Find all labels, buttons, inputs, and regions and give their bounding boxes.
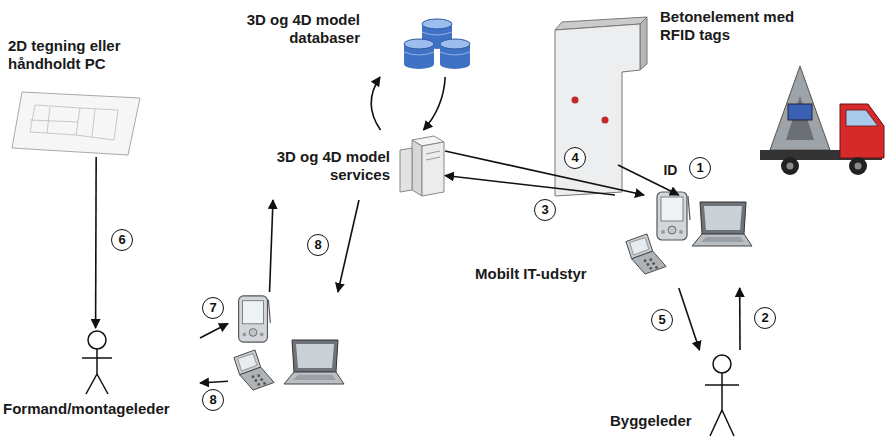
node-label: Mobilt IT-udstyr xyxy=(475,265,625,283)
illustration-part xyxy=(412,140,422,196)
node-label: Betonelement med RFID tags xyxy=(660,8,795,44)
illustration-part xyxy=(96,349,98,374)
illustration-part xyxy=(770,66,830,150)
callout-number: 7 xyxy=(202,297,224,319)
illustration-part xyxy=(86,374,97,394)
person-figure xyxy=(82,331,739,436)
service-node: 3D og 4D model services xyxy=(230,130,445,200)
truck xyxy=(760,66,884,175)
illustration-part xyxy=(602,117,609,124)
database-node: 3D og 4D model databaser xyxy=(190,5,480,77)
mobile-equipment-node xyxy=(228,292,362,397)
illustration-part xyxy=(787,163,794,170)
illustration-part xyxy=(786,96,814,140)
illustration-part xyxy=(722,410,734,436)
drawing-sheet xyxy=(12,92,140,155)
concrete-element xyxy=(555,17,647,196)
node-label: Byggeleder xyxy=(610,412,710,430)
connector-arrow xyxy=(424,77,446,130)
connector-arrow xyxy=(200,324,228,339)
illustration-part xyxy=(849,157,867,175)
mobile-equipment-node: Mobilt IT-udstyr xyxy=(470,195,760,288)
callout-number: 4 xyxy=(564,147,586,169)
callout-number: 1 xyxy=(689,157,711,179)
connector-arrow xyxy=(270,200,273,292)
illustration-part xyxy=(97,374,108,394)
illustration-part xyxy=(713,355,731,373)
illustration-part xyxy=(400,148,412,192)
illustration-part xyxy=(284,340,344,384)
illustration-part xyxy=(440,59,470,69)
illustration-part xyxy=(855,163,862,170)
node-label: 3D og 4D model databaser xyxy=(190,11,360,47)
illustration-part xyxy=(440,52,470,55)
illustration-part xyxy=(440,39,470,69)
database-icon xyxy=(404,19,470,69)
illustration-part xyxy=(426,151,440,154)
callout-number: 8 xyxy=(202,389,224,411)
node-label: 2D tegning eller håndholdt PC xyxy=(8,37,158,73)
callout-number: 6 xyxy=(111,229,133,251)
illustration-part xyxy=(692,202,752,246)
illustration-part xyxy=(422,19,452,29)
node-label: Formand/montageleder xyxy=(3,400,198,418)
concrete-element-node: Betonelement med RFID tags xyxy=(550,5,890,165)
illustration-part xyxy=(657,192,690,240)
drawing-node: 2D tegning eller håndholdt PC xyxy=(8,35,160,157)
illustration-part xyxy=(572,97,579,104)
illustration-part xyxy=(88,331,106,349)
illustration-part xyxy=(404,39,434,69)
node-label: 3D og 4D model services xyxy=(230,148,390,184)
connector-arrow xyxy=(338,200,359,292)
callout-number: 8 xyxy=(307,234,329,256)
connector-arrow xyxy=(679,288,700,350)
illustration-part xyxy=(234,350,274,390)
illustration-part xyxy=(781,157,799,175)
connector-arrow xyxy=(371,77,380,130)
person-node: Byggeleder xyxy=(605,350,755,438)
illustration-part xyxy=(422,32,452,35)
illustration-part xyxy=(640,17,647,70)
connector-arrow xyxy=(200,381,228,383)
callout-number: 5 xyxy=(651,309,673,331)
connector-arrow xyxy=(445,151,644,195)
illustration-part xyxy=(710,410,722,436)
illustration-part xyxy=(30,105,118,140)
illustration-part xyxy=(440,39,470,49)
callout-number: 2 xyxy=(754,307,776,329)
illustration-part xyxy=(422,142,444,196)
illustration-part xyxy=(12,92,140,155)
illustration-part xyxy=(846,110,878,126)
illustration-part xyxy=(626,234,666,274)
server-icon xyxy=(400,136,444,196)
illustration-part xyxy=(82,357,112,359)
connector-arrow xyxy=(445,176,615,196)
person-node: Formand/montageleder xyxy=(3,328,200,428)
illustration-part xyxy=(840,104,884,158)
illustration-part xyxy=(404,52,434,55)
callout-number: 3 xyxy=(534,199,556,221)
connector-arrow xyxy=(95,157,97,328)
connector-arrow xyxy=(739,288,741,350)
illustration-part xyxy=(788,104,812,120)
illustration-part xyxy=(404,59,434,69)
illustration-part xyxy=(721,373,723,410)
illustration-part xyxy=(705,384,739,386)
illustration-part xyxy=(239,296,271,342)
edge-label: ID xyxy=(661,162,679,178)
illustration-part xyxy=(404,39,434,49)
mobile-devices xyxy=(234,192,752,390)
illustration-part xyxy=(426,157,440,160)
